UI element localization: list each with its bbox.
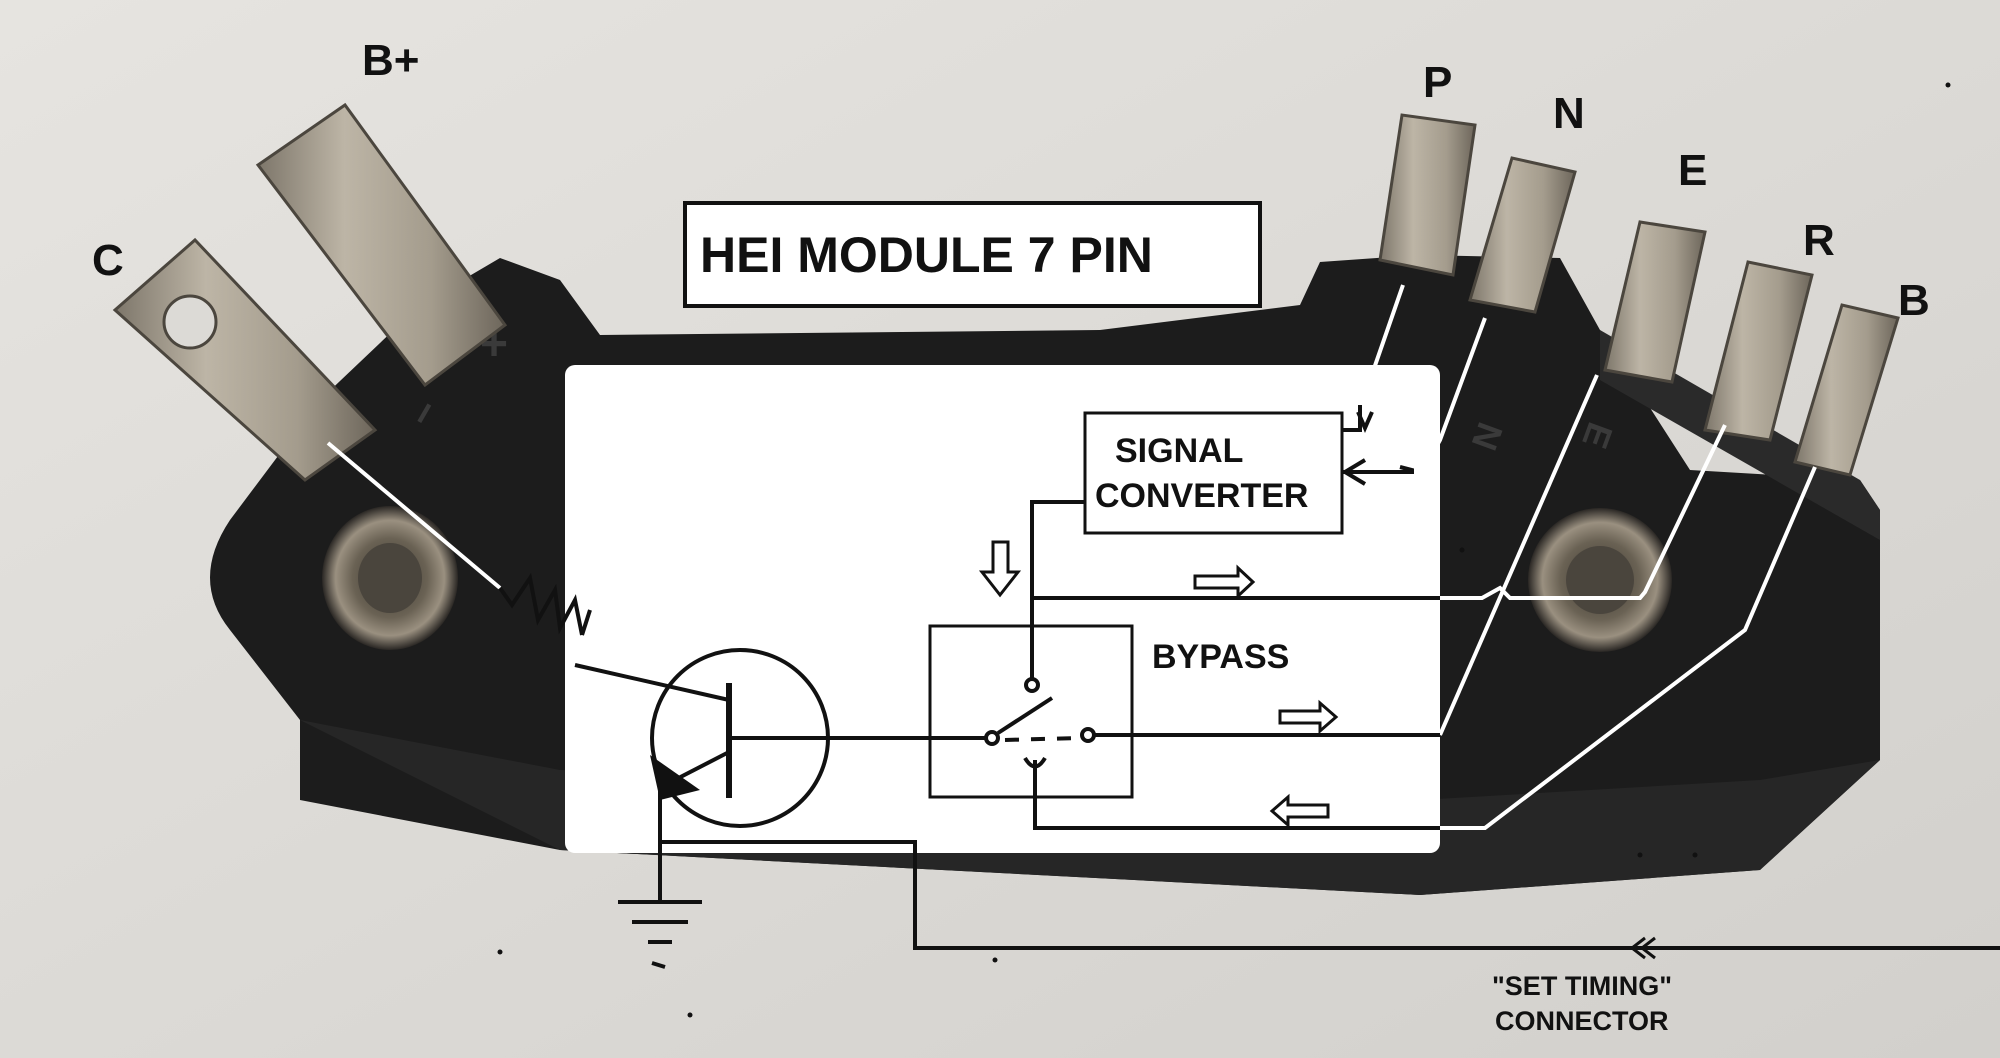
bypass-switch [984,648,1096,769]
c-terminal [112,237,378,482]
down-flow-arrow [978,540,1022,598]
r-flow-arrow [1278,699,1339,735]
ground-symbol [618,900,702,969]
e-flow-arrow [1193,564,1256,600]
r-pin-wire [1440,424,1727,600]
p-pin-wire [1358,284,1405,406]
e-terminal [1603,220,1707,384]
signal-inputs [1341,405,1414,486]
bypass-box [928,624,1134,799]
pin-label-b: B [1898,276,1930,325]
n-input-arrow [1341,458,1367,486]
p-terminal [1378,113,1477,277]
bypass-label: BYPASS [1152,638,1289,676]
left-mounting-hole [322,506,458,650]
signal-converter-box [1083,411,1344,535]
transistor-symbol [650,648,830,828]
n-terminal [1468,156,1577,314]
resistor-symbol [498,572,584,636]
b-return-wire [1033,760,1440,830]
set-timing-arrow [1629,936,1656,960]
diagram-title: HEI MODULE 7 PIN [700,227,1153,283]
pin-label-e: E [1678,146,1707,195]
pin-label-n: N [1553,89,1585,138]
set-timing-label-line2: CONNECTOR [1495,1006,1669,1036]
r-terminal [1703,260,1814,442]
b-flow-arrow [1269,793,1330,829]
pin-label-r: R [1803,216,1835,265]
e-pin-wire [1438,374,1599,736]
stray-dots [497,82,1951,1018]
b-pin-wire [1440,466,1817,830]
b-terminal [1793,303,1900,477]
b-plus-terminal [255,102,508,388]
title-box [683,201,1262,308]
n-input-lead [1342,465,1414,474]
pin-wires [326,284,1817,895]
pin-label-c: C [92,236,124,285]
set-timing-label-line1: "SET TIMING" [1492,971,1672,1001]
c-pin-wire [326,441,502,590]
p-input-arrow [1356,411,1374,433]
set-timing-wire [660,840,2000,950]
pin-label-p: P [1423,58,1452,107]
collector-wire [574,663,730,702]
schematic-wires [574,500,2000,950]
signal-converter-label-line2: CONVERTER [1095,477,1308,515]
n-pin-wire [1400,317,1487,469]
flow-arrows [1193,564,1339,829]
signal-converter-label-line1: SIGNAL [1115,432,1243,470]
pin-label-b-plus: B+ [362,36,419,85]
